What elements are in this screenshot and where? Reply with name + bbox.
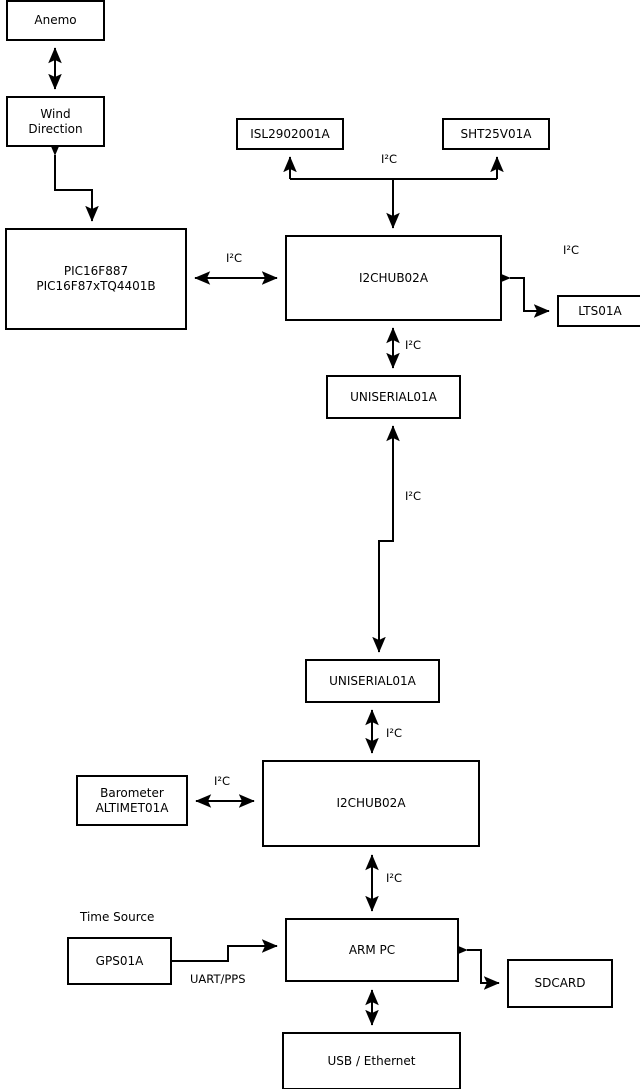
node-arm-pc-label: ARM PC: [348, 942, 396, 957]
node-usb-ethernet[interactable]: USB / Ethernet: [282, 1032, 461, 1089]
edge-label-i2c-uniserial-link: I²C: [405, 489, 422, 503]
node-i2chub02a-bottom-label: I2CHUB02A: [336, 796, 406, 810]
node-sdcard-label: SDCARD: [534, 976, 586, 990]
edge-label-uart-pps: UART/PPS: [190, 972, 246, 986]
node-i2chub02a-top-label: I2CHUB02A: [358, 270, 429, 285]
edge-label-i2c-top-bus: I²C: [381, 152, 398, 166]
edge-label-i2c-uniserial-hub: I²C: [386, 726, 403, 740]
node-uniserial01a-upper-label: UNISERIAL01A: [350, 389, 437, 404]
node-anemo-label: Anemo: [34, 13, 77, 27]
edge-label-i2c-hub-armpc: I²C: [386, 871, 403, 885]
node-sht25v01a[interactable]: SHT25V01A: [442, 118, 550, 150]
edge-label-i2c-pic-hub: I²C: [226, 251, 243, 265]
node-usb-ethernet-label: USB / Ethernet: [327, 1053, 416, 1068]
node-i2chub02a-bottom[interactable]: I2CHUB02A: [262, 760, 480, 847]
edge-label-i2c-hub-uniserial: I²C: [405, 338, 422, 352]
node-arm-pc[interactable]: ARM PC: [285, 918, 459, 982]
node-sdcard[interactable]: SDCARD: [507, 959, 613, 1008]
node-lts01a-label: LTS01A: [578, 303, 622, 318]
node-barometer-altimet01a-label: Barometer ALTIMET01A: [95, 785, 169, 815]
node-pic-mcu[interactable]: PIC16F887 PIC16F87xTQ4401B: [5, 228, 187, 330]
connection-wind-pic-route: [54, 155, 99, 222]
connection-armpc-sdcard: [467, 949, 500, 990]
node-anemo[interactable]: Anemo: [6, 0, 105, 41]
node-wind-direction-label: Wind Direction: [28, 106, 83, 136]
node-lts01a[interactable]: LTS01A: [557, 295, 640, 327]
node-uniserial01a-lower[interactable]: UNISERIAL01A: [305, 659, 440, 703]
node-barometer-altimet01a[interactable]: Barometer ALTIMET01A: [76, 775, 188, 826]
connection-gps-armpc: [172, 939, 278, 962]
edge-label-i2c-hub-lts: I²C: [563, 243, 580, 257]
node-uniserial01a-upper[interactable]: UNISERIAL01A: [326, 375, 461, 419]
node-i2chub02a-top[interactable]: I2CHUB02A: [285, 235, 502, 321]
node-sht25v01a-label: SHT25V01A: [460, 126, 532, 141]
edge-label-i2c-barometer-hub: I²C: [214, 774, 231, 788]
node-isl2902001a[interactable]: ISL2902001A: [236, 118, 344, 150]
connection-hub-top-lts: [510, 277, 550, 318]
node-gps01a[interactable]: GPS01A: [67, 937, 172, 985]
node-pic-mcu-label: PIC16F887 PIC16F87xTQ4401B: [36, 264, 156, 293]
node-gps01a-label: GPS01A: [95, 953, 144, 968]
label-time-source: Time Source: [80, 910, 155, 924]
node-uniserial01a-lower-label: UNISERIAL01A: [329, 673, 416, 688]
connection-uniserial-link: [372, 425, 400, 653]
node-wind-direction[interactable]: Wind Direction: [6, 96, 105, 147]
node-isl2902001a-label: ISL2902001A: [250, 126, 330, 141]
